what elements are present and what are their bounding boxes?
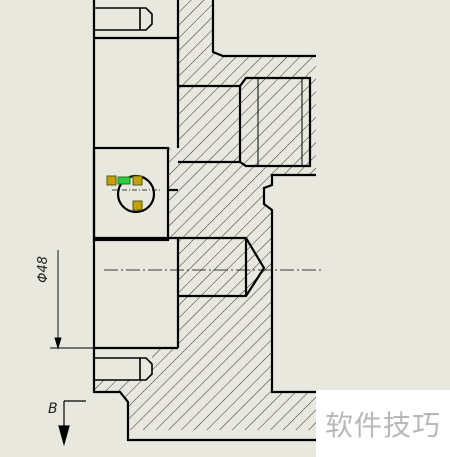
hatched-section <box>94 0 316 430</box>
watermark: 软件技巧 <box>316 390 450 457</box>
screw-top <box>94 7 153 31</box>
view-label: B <box>48 401 58 417</box>
selection-handles[interactable] <box>106 175 143 211</box>
handle-bottom <box>132 200 143 211</box>
handle-mid <box>117 176 131 185</box>
part-outline[interactable] <box>92 0 320 442</box>
diameter-label[interactable]: Φ48 <box>35 256 51 283</box>
screw-bottom <box>94 357 153 381</box>
view-arrow <box>58 400 86 447</box>
handle-right <box>132 175 143 186</box>
diameter-dimension[interactable] <box>50 250 94 350</box>
handle-left <box>106 175 117 186</box>
